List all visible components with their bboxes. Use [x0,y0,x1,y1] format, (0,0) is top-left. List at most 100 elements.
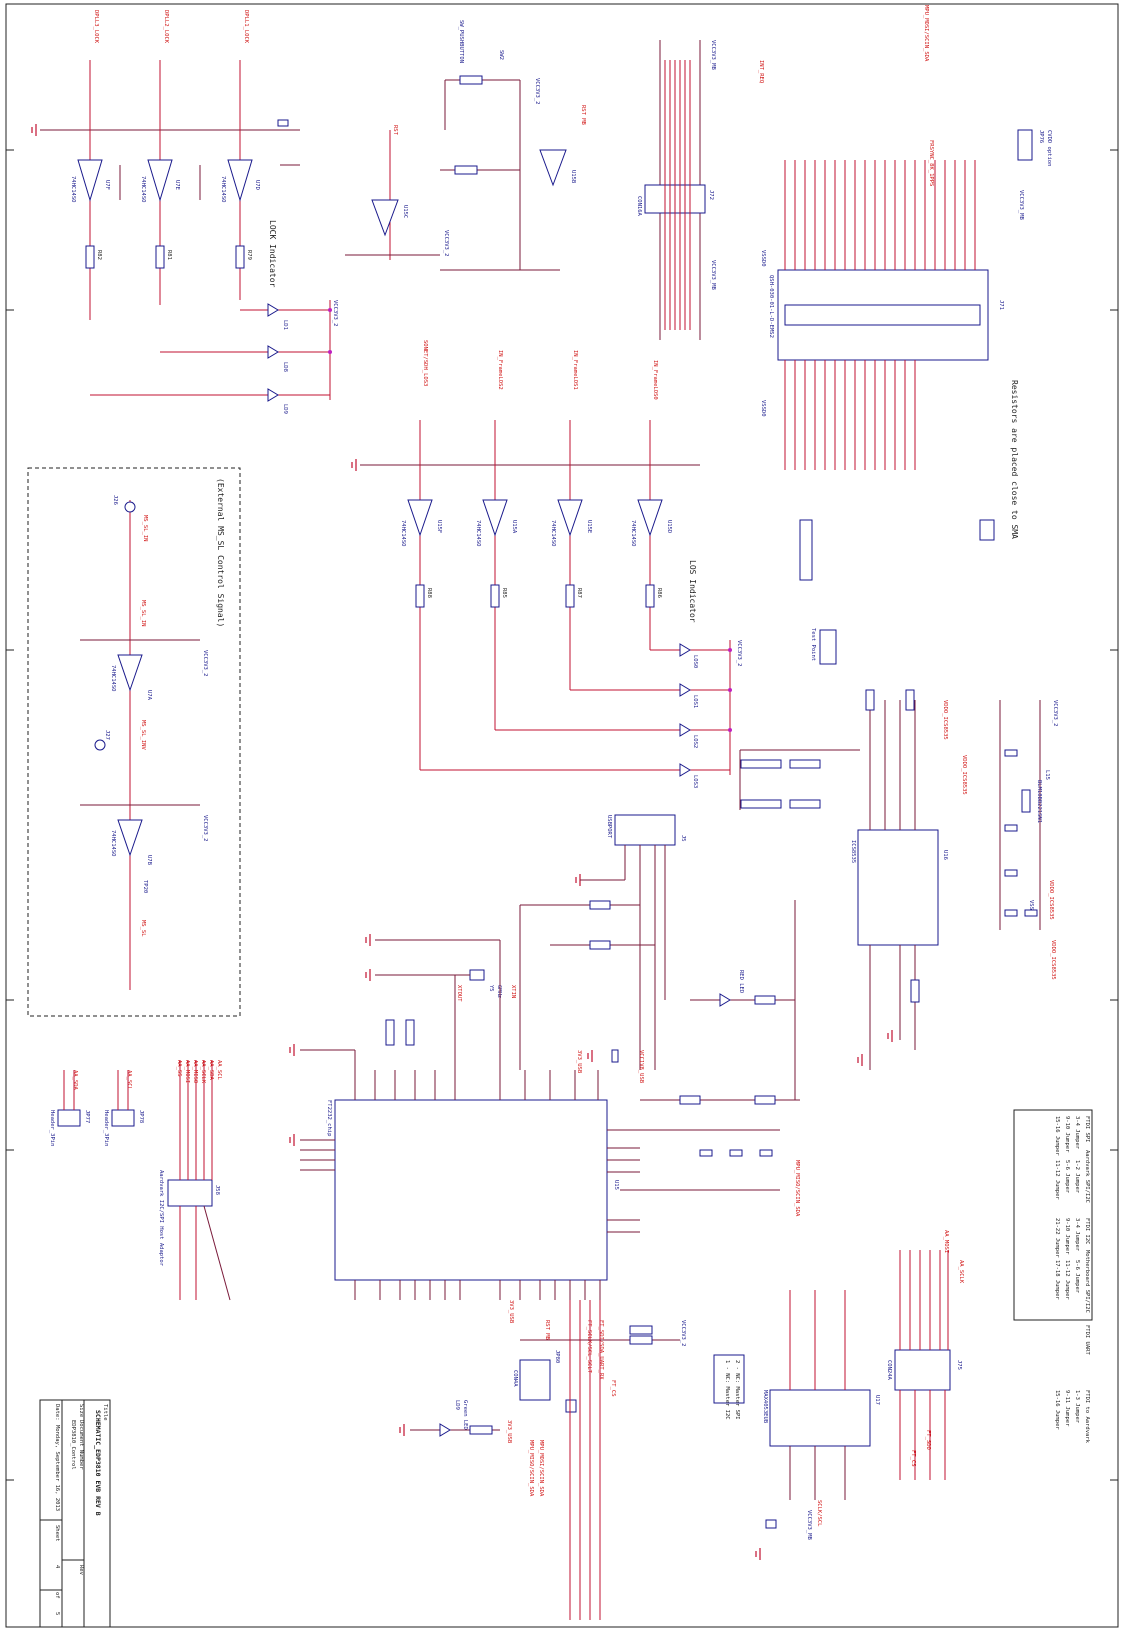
u15c-label: U15C [402,205,408,218]
capacitor-c13 [277,119,289,127]
table-r2-c5: 15-16 Jumper [1054,1390,1060,1430]
u15e-type: 74HC14SO [550,520,556,547]
title-label: Title [102,1404,108,1421]
j71-pins [784,160,976,470]
net-sclk: SCLK/SCL [816,1500,822,1527]
inductor-l15 [1021,789,1031,813]
resistor-r189 [754,1095,776,1105]
jp80-part: CON4A [512,1370,518,1387]
j71-vcc: VCC3V3_MB [1018,190,1024,220]
led-ld10 [679,683,691,697]
capacitor-c127 [1004,869,1018,877]
capacitor-c128 [1004,909,1018,917]
table-r0-c1: 1-2 Jumper [1074,1160,1080,1194]
lock-indicator-block: U7F 74HC14SO DPLL3_LOCK R82 U7E 74HC14SO… [31,10,338,414]
net-dpll1-lock: DPLL1_LOCK [243,10,249,44]
crystal-y5 [469,969,485,981]
j71-label: J71 [998,300,1004,310]
resistor-r187 [629,1335,653,1345]
net-mpu-sdi-bot: MPU_MISO/SCIN_SDA [528,1440,534,1497]
jp80-vcc: VCC3V3_2 [680,1320,686,1347]
u15d-type: 74HC14SO [630,520,636,547]
net-los2: IN_FrameLOS2 [497,350,503,390]
net-aa-scl: AA_SCL [126,1070,132,1091]
switch-sw2 [459,75,483,85]
u15-right-pins [607,1129,640,1233]
i2c-note-1: 1 - NC: Master I2C [724,1360,730,1420]
buffer-u7a [117,654,143,692]
los-indicator-title: LOS Indicator [688,560,697,623]
r86-label: R86 [656,588,662,598]
table-col-1: Aardvark SPI/I2C [1084,1150,1090,1203]
resistor-r278 [740,799,782,809]
r82-label: R82 [96,250,102,260]
net-ms-sl-in: MS_SL_IN [140,600,146,627]
table-r1-c3: 11-12 Jumper [1064,1260,1070,1300]
resistor-r79 [235,245,245,269]
table-r2-c2: 21-22 Jumper [1054,1218,1060,1258]
j75-block: J75 CON24A FT_CS FT_SDO AA_SCLK AA_MOSI [886,1230,964,1480]
net-ms-sl: MS_SL [140,920,146,937]
resistor-r81 [155,245,165,269]
u7f-type: 74HC14SO [70,176,76,203]
led-ld9-green [439,1423,451,1437]
net-rst-mb-bot: RST MB [544,1320,550,1341]
j74-part: Test Point [810,628,816,661]
r79-label: R79 [246,250,252,260]
net-mpu-sdo-bot: MPU_MOSI/SCIN_SDA [538,1440,544,1497]
net-vcc1v8: VCC1V8_USB [638,1050,644,1084]
j58-part: Aardvark I2C/SPI Host Adaptor [158,1170,164,1267]
ld9-label: LD9 [454,1400,460,1410]
net-ft-cs-j75: FT_CS [910,1450,916,1467]
sma-j27 [94,739,106,751]
r85-label: R85 [501,588,507,598]
u15d-label: U15D [666,520,672,533]
zone-ticks [6,149,1118,1481]
led-label-ld1: LD1 [282,320,288,330]
led-label-ld8: LD8 [282,362,288,372]
net-3v3usb: 3V3_USB [576,1050,582,1074]
sheet-number: 4 [54,1565,60,1569]
table-r0-c0: 3-4 Jumper [1074,1116,1080,1150]
table-col-2: FTDI I2C [1084,1218,1090,1245]
sw2-label: SW2 [498,50,504,60]
capacitor-c166 [699,1149,713,1157]
net-ms-sl-in-top: MS_SL_IN [142,515,148,542]
y5-label: Y5 [488,985,494,992]
ground-symbol [31,124,37,136]
docnum-text: EDP3810_Control [70,1420,76,1470]
chip-u16 [857,829,939,946]
led-ld1 [267,303,279,317]
u15-label: U15 [613,1180,619,1190]
j72-block: J72 CON16A VCC3V3_MB VCC3V3_MB [636,40,716,340]
net-ft-sdi: FT_SDI/SDA_UART_RX [598,1320,604,1380]
led-label-ld11: LOS3 [692,775,698,788]
net-xtin: XTIN [510,985,516,998]
ld8-red-part: RED LED [738,970,744,993]
u7b-label: U7B [146,855,152,866]
buffer-u7e [147,159,173,202]
led-ld11 [679,763,691,777]
of-label: of [54,1592,60,1599]
table-col-5: FTDI to Aardvark [1084,1390,1090,1444]
docnum-label: Document Number [78,1420,84,1470]
sheet-border [5,3,1119,1628]
buffer-u15e [557,499,583,537]
net-ms-sl-inv: MS_SL_INV [140,720,146,750]
u7d-type: 74HC14SO [220,176,226,203]
i2c-note-2: 2 - NC: Master SPI [734,1360,740,1420]
table-r0-c3: 5-6 Jumper [1074,1260,1080,1294]
buffer-u7d [227,159,253,202]
reset-block: RST U15C SW2 SW_PUSHBUTTON U15B RST MB V… [345,20,586,271]
capacitor-c165 [759,1149,773,1157]
chip-u17 [769,1389,871,1447]
u7d-label: U7D [254,180,260,190]
connector-jp80 [519,1359,551,1401]
connector-j75 [894,1349,951,1391]
lock-vcc-net: VCC3V3_2 [332,300,338,327]
net-aa-mosi-j58: AA_MOSI [184,1060,190,1083]
led-label-ld7: LOS0 [692,655,698,668]
u7f-label: U7F [104,180,110,190]
resistor-r85 [490,584,500,608]
